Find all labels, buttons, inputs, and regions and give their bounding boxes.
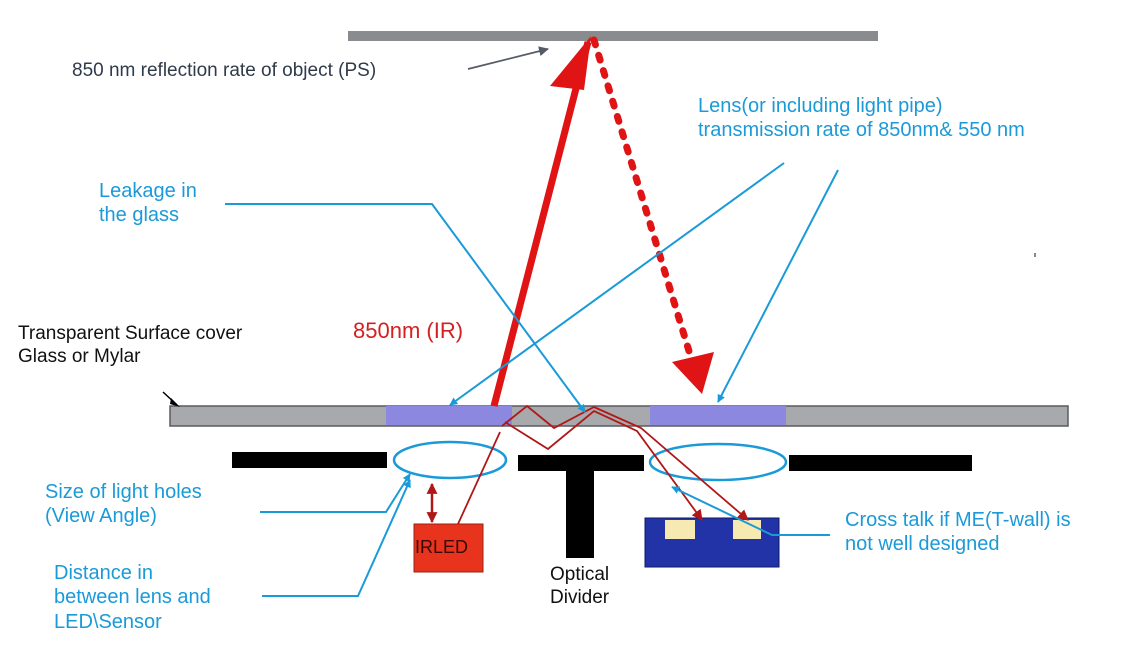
cover-line-1: Transparent Surface cover bbox=[18, 323, 243, 344]
crosstalk-label: Cross talk if ME(T-wall) is not well des… bbox=[845, 508, 1071, 557]
distance-line-1: Distance in bbox=[54, 562, 153, 584]
ir-emission-beam bbox=[490, 41, 592, 407]
light-hole-left bbox=[392, 440, 508, 480]
divider-line-2: Divider bbox=[550, 587, 610, 609]
housing-bar-right bbox=[789, 455, 972, 471]
arrow-icon bbox=[170, 398, 180, 407]
callout-lines bbox=[225, 162, 839, 597]
object-pointer bbox=[467, 46, 549, 70]
distance-line-2: between lens and bbox=[54, 586, 211, 609]
housing-bar-left bbox=[232, 452, 387, 468]
speck bbox=[1034, 253, 1036, 257]
lens-line-1: Lens(or including light pipe) bbox=[698, 95, 943, 117]
object-reflection-label: 850 nm reflection rate of object (PS) bbox=[72, 60, 377, 81]
holes-line-2: (View Angle) bbox=[45, 505, 157, 528]
target-object bbox=[348, 31, 878, 41]
sensor-pad-right bbox=[733, 520, 761, 539]
distance-label: Distance in between lens and LED\Sensor bbox=[54, 561, 211, 634]
cover-label: Transparent Surface cover Glass or Mylar bbox=[18, 322, 242, 368]
crosstalk-line-2: not well designed bbox=[845, 533, 1000, 556]
divider-top bbox=[518, 455, 644, 471]
sensor-pad-left bbox=[665, 520, 695, 539]
optical-divider-label: Optical Divider bbox=[550, 563, 609, 609]
divider-stem bbox=[566, 468, 594, 558]
crosstalk-line-1: Cross talk if ME(T-wall) is bbox=[845, 509, 1071, 531]
crosstalk-rays bbox=[457, 404, 749, 525]
lens-window-emitter bbox=[386, 406, 512, 425]
lens-line-2: transmission rate of 850nm& 550 nm bbox=[698, 119, 1025, 142]
lens-transmission-label: Lens(or including light pipe) transmissi… bbox=[698, 94, 1025, 143]
arrow-icon bbox=[672, 352, 714, 394]
divider-line-1: Optical bbox=[550, 564, 610, 585]
lens-window-sensor bbox=[650, 406, 786, 425]
holes-line-1: Size of light holes bbox=[45, 481, 202, 503]
distance-line-3: LED\Sensor bbox=[54, 610, 162, 633]
leakage-label: Leakage in the glass bbox=[99, 179, 197, 228]
leakage-line-1: Leakage in bbox=[99, 180, 197, 202]
light-hole-right bbox=[648, 442, 788, 482]
arrow-icon bbox=[550, 36, 591, 90]
ir-wavelength-label: 850nm (IR) bbox=[353, 318, 464, 343]
ir-reflected-beam bbox=[590, 36, 700, 378]
irled-box bbox=[413, 523, 484, 573]
irled-label: IRLED bbox=[415, 537, 469, 557]
cover-line-2: Glass or Mylar bbox=[18, 346, 141, 368]
leakage-line-2: the glass bbox=[99, 204, 180, 227]
light-holes-label: Size of light holes (View Angle) bbox=[45, 480, 202, 529]
